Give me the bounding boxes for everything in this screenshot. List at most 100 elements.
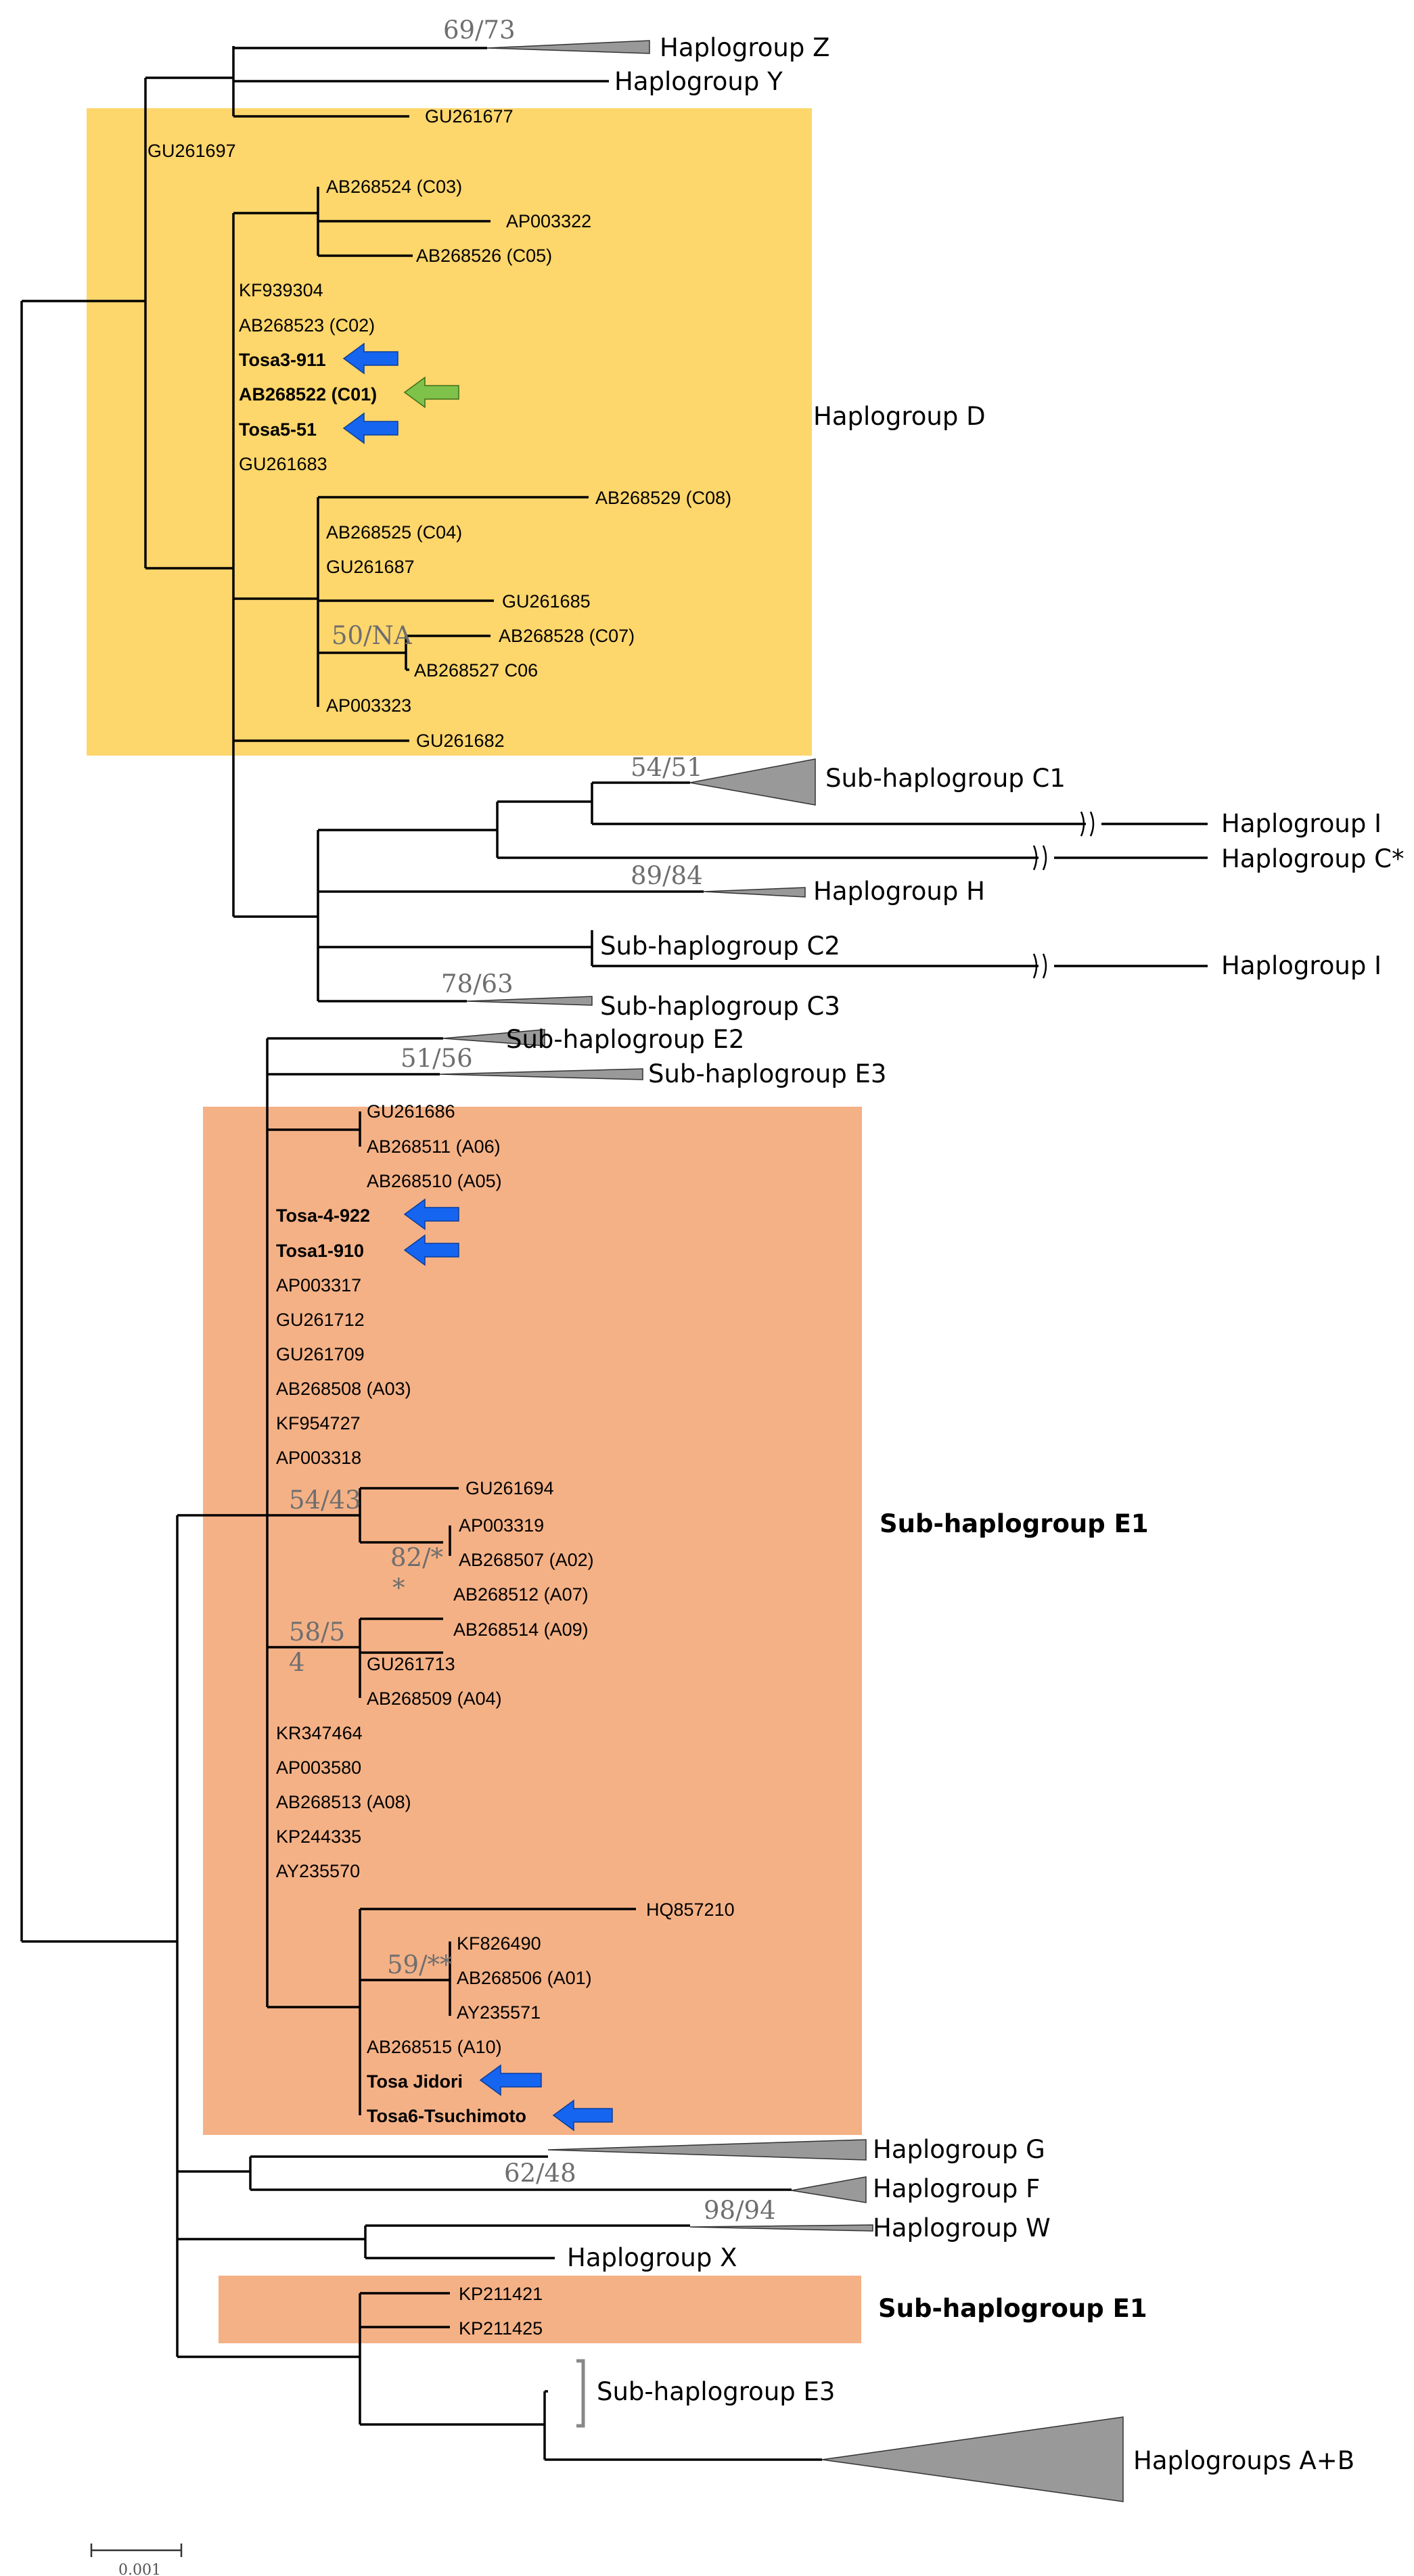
- leaf-ab268512: AB268512 (A07): [453, 1584, 589, 1605]
- support-e1-c-star: *: [392, 1573, 405, 1603]
- leaf-ap003318: AP003318: [276, 1448, 361, 1468]
- label-sub-c2: Sub-haplogroup C2: [600, 932, 840, 961]
- label-sub-e1-main: Sub-haplogroup E1: [880, 1509, 1149, 1538]
- leaf-gu261694: GU261694: [465, 1478, 554, 1498]
- label-sub-e2: Sub-haplogroup E2: [506, 1025, 744, 1054]
- support-z: 69/73: [443, 16, 516, 45]
- arrow-tosa6: [552, 2099, 613, 2132]
- label-hap-g: Haplogroup G: [873, 2135, 1045, 2164]
- scale-bar: 0.001: [90, 2544, 183, 2576]
- label-hap-ab: Haplogroups A+B: [1133, 2446, 1354, 2475]
- sub-haplogroup-e1-box: [203, 1107, 862, 2135]
- leaf-kp211425: KP211425: [459, 2318, 543, 2339]
- support-d-inner: 50/NA: [332, 621, 413, 650]
- label-hap-d: Haplogroup D: [813, 402, 986, 431]
- leaf-ab268510: AB268510 (A05): [367, 1171, 502, 1191]
- leaf-ab268506: AB268506 (A01): [457, 1968, 592, 1988]
- leaf-ab268528: AB268528 (C07): [499, 626, 635, 646]
- leaf-tosa1: Tosa1-910: [276, 1241, 364, 1261]
- label-sub-c1: Sub-haplogroup C1: [825, 764, 1066, 793]
- label-hap-x: Haplogroup X: [567, 2243, 737, 2272]
- leaf-tosa6: Tosa6-Tsuchimoto: [367, 2106, 526, 2126]
- leaf-gu261683: GU261683: [239, 454, 327, 474]
- leaf-ab268525: AB268525 (C04): [326, 522, 462, 543]
- clade-triangle-g: [547, 2139, 867, 2161]
- label-hap-h: Haplogroup H: [813, 877, 985, 906]
- haplogroup-d-box: [87, 108, 812, 756]
- leaf-ab268509: AB268509 (A04): [367, 1688, 502, 1709]
- scale-bar-label: 0.001: [118, 2562, 161, 2576]
- clade-triangle-w: [689, 2224, 873, 2232]
- leaf-ab268526: AB268526 (C05): [416, 246, 552, 266]
- e3-bracket: [576, 2359, 585, 2428]
- leaf-kp211421: KP211421: [459, 2284, 543, 2304]
- leaf-kf954727: KF954727: [276, 1413, 361, 1433]
- leaf-ab268529: AB268529 (C08): [595, 488, 731, 508]
- arrow-tosa4: [403, 1198, 459, 1230]
- arrow-tosa1: [403, 1234, 459, 1266]
- leaf-ab268513: AB268513 (A08): [276, 1792, 411, 1812]
- support-w: 98/94: [704, 2196, 776, 2225]
- sub-haplogroup-e1-low-box: [219, 2276, 861, 2343]
- label-hap-w: Haplogroup W: [873, 2213, 1051, 2242]
- leaf-gu261686: GU261686: [367, 1101, 455, 1122]
- leaf-ab268522: AB268522 (C01): [239, 384, 377, 405]
- leaf-ap003319: AP003319: [459, 1515, 544, 1536]
- leaf-gu261712: GU261712: [276, 1310, 365, 1330]
- support-e1-b: 82/*: [390, 1543, 443, 1572]
- leaf-gu261709: GU261709: [276, 1344, 365, 1364]
- leaf-ab268507: AB268507 (A02): [459, 1550, 594, 1570]
- sample-arrows: [342, 342, 613, 2132]
- label-sub-e1-low: Sub-haplogroup E1: [878, 2294, 1147, 2323]
- label-hap-y: Haplogroup Y: [614, 67, 783, 96]
- leaf-hq857210: HQ857210: [646, 1900, 735, 1920]
- leaf-tosa3: Tosa3-911: [239, 350, 326, 370]
- tree-branches: [20, 46, 1208, 2461]
- leaf-ap003323: AP003323: [326, 695, 411, 716]
- clade-triangle-c3: [466, 996, 593, 1006]
- clade-triangle-h: [703, 887, 806, 898]
- leaf-ay235570: AY235570: [276, 1861, 360, 1881]
- leaf-gu261697: GU261697: [147, 141, 236, 161]
- label-hap-z: Haplogroup Z: [660, 33, 829, 62]
- label-sub-e3-low: Sub-haplogroup E3: [597, 2377, 835, 2406]
- leaf-kp244335: KP244335: [276, 1826, 361, 1847]
- leaf-gu261687: GU261687: [326, 557, 415, 577]
- leaf-ab268511: AB268511 (A06): [367, 1136, 501, 1157]
- support-e3: 51/56: [401, 1044, 473, 1073]
- clade-triangle-e3: [439, 1068, 643, 1080]
- leaf-kf826490: KF826490: [457, 1933, 541, 1954]
- leaf-ab268514: AB268514 (A09): [453, 1619, 589, 1640]
- arrow-ab268522: [403, 376, 459, 409]
- support-c1: 54/51: [631, 753, 703, 782]
- support-e1-e: 59/**: [387, 1950, 453, 1979]
- label-sub-e3-top: Sub-haplogroup E3: [648, 1059, 886, 1088]
- support-e1-a: 54/43: [289, 1486, 361, 1515]
- leaf-gu261713: GU261713: [367, 1654, 455, 1674]
- support-g: 62/48: [504, 2159, 576, 2188]
- clade-triangle-f: [791, 2176, 867, 2203]
- leaf-kf939304: KF939304: [239, 280, 323, 300]
- clade-triangle-e2: [442, 1029, 545, 1046]
- support-e1-d-2: 4: [289, 1648, 305, 1677]
- leaf-ay235571: AY235571: [457, 2002, 541, 2023]
- arrow-tosa-jidori: [479, 2064, 542, 2096]
- leaf-gu261677: GU261677: [425, 106, 514, 127]
- label-sub-c3: Sub-haplogroup C3: [600, 992, 840, 1021]
- leaf-ab268515: AB268515 (A10): [367, 2037, 502, 2057]
- support-e1-d-1: 58/5: [289, 1617, 345, 1647]
- leaf-ap003317: AP003317: [276, 1275, 361, 1295]
- label-hap-f: Haplogroup F: [873, 2174, 1040, 2203]
- leaf-ab268527: AB268527 C06: [414, 660, 538, 681]
- leaf-ab268523: AB268523 (C02): [239, 315, 375, 336]
- clade-triangle-z: [486, 40, 650, 54]
- leaf-gu261685: GU261685: [502, 591, 591, 612]
- support-c3: 78/63: [441, 969, 514, 998]
- arrow-tosa3: [342, 342, 398, 375]
- clade-triangle-ab: [821, 2416, 1124, 2502]
- support-h: 89/84: [631, 861, 703, 890]
- leaf-kr347464: KR347464: [276, 1723, 363, 1743]
- leaf-ab268508: AB268508 (A03): [276, 1379, 411, 1399]
- leaf-tosa-jidori: Tosa Jidori: [367, 2071, 463, 2092]
